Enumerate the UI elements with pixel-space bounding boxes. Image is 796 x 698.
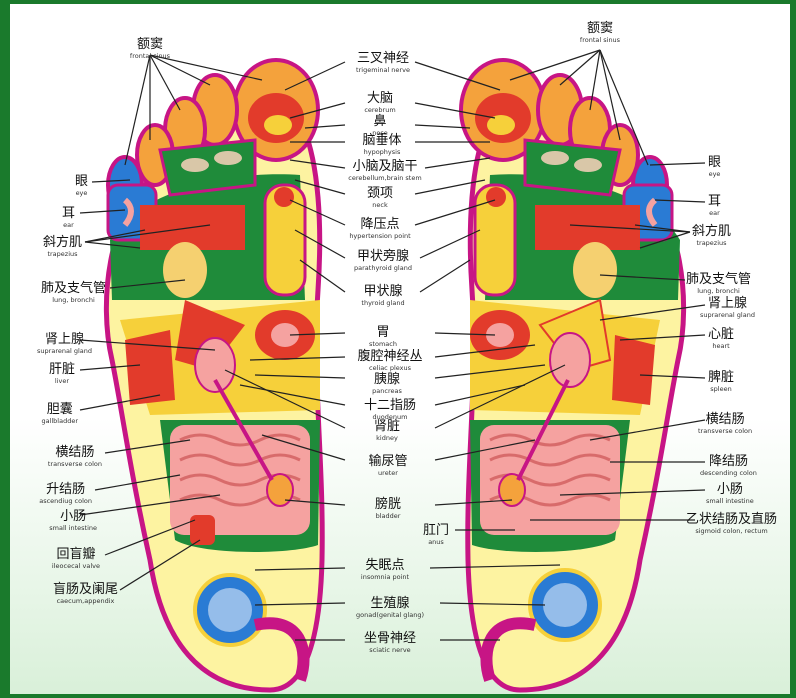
left-foot: [106, 60, 322, 690]
